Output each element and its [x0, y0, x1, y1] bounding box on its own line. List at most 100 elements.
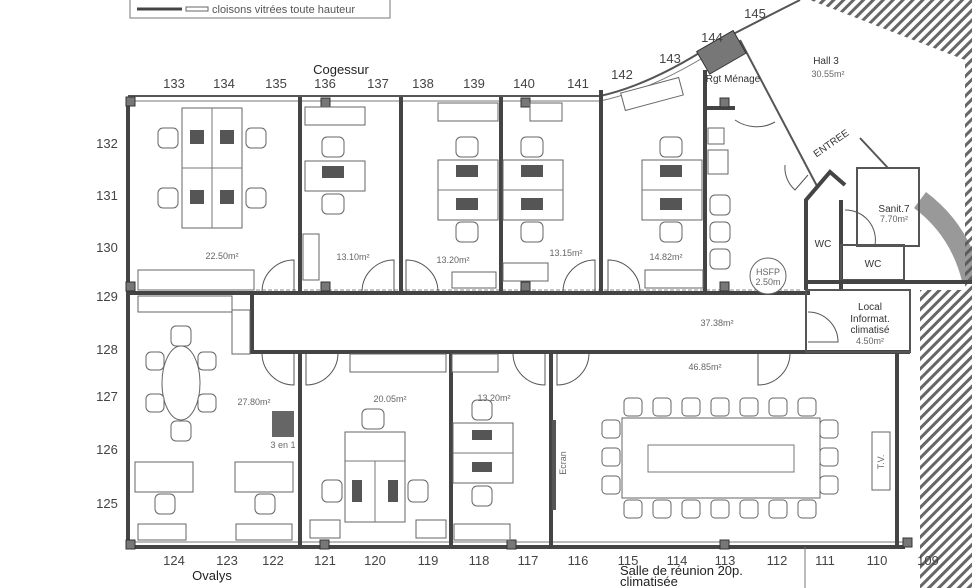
- room-number: 113: [715, 553, 736, 568]
- room-number: 109: [917, 553, 939, 568]
- room-number: 141: [567, 76, 589, 91]
- chair: [623, 397, 643, 417]
- room-number: 138: [412, 76, 434, 91]
- local-label: Local: [858, 302, 882, 313]
- area-label: 13.10m²: [336, 252, 369, 262]
- area-label: 27.80m²: [237, 397, 270, 407]
- area-label: 13.20m²: [436, 255, 469, 265]
- room-areas: 22.50m² 13.10m² 13.20m² 13.15m² 14.82m² …: [205, 248, 733, 407]
- chair: [768, 397, 788, 417]
- area-label: 37.38m²: [700, 318, 733, 328]
- area-label: 13.20m²: [477, 393, 510, 403]
- local-label: climatisé: [851, 325, 890, 336]
- hall3-name: Hall 3: [813, 56, 839, 67]
- chair: [652, 499, 672, 519]
- local-label: Informat.: [850, 314, 889, 325]
- row-number: 128: [96, 342, 118, 357]
- chair: [681, 499, 701, 519]
- room-number: 110: [867, 553, 888, 568]
- chair: [601, 419, 621, 439]
- chair: [601, 447, 621, 467]
- room-number: 135: [265, 76, 287, 91]
- chair: [819, 419, 839, 439]
- chair: [797, 397, 817, 417]
- room-number: 114: [667, 553, 688, 568]
- row-number: 129: [96, 289, 118, 304]
- doors: [261, 119, 876, 386]
- legend: cloisons vitrées toute hauteur: [129, 0, 391, 19]
- area-label: 20.05m²: [373, 394, 406, 404]
- room-number: 134: [213, 76, 235, 91]
- room-number: 145: [744, 6, 766, 21]
- room-number: 123: [216, 553, 238, 568]
- chair: [601, 475, 621, 495]
- row-number: 125: [96, 496, 118, 511]
- room-number: 140: [513, 76, 535, 91]
- row-number: 132: [96, 136, 118, 151]
- entree-label: ENTREE: [812, 128, 852, 160]
- room-number: 118: [469, 553, 490, 568]
- room-number: 143: [659, 51, 681, 66]
- wc-label: WC: [815, 239, 832, 250]
- company-cogessur: Cogessur: [313, 62, 369, 77]
- area-label: 46.85m²: [688, 362, 721, 372]
- hsfp-label: HSFP: [756, 267, 780, 277]
- hsfp-label: 2.50m: [755, 277, 780, 287]
- local-area: 4.50m²: [856, 336, 884, 346]
- wc-label: WC: [865, 259, 882, 270]
- room-number: 142: [611, 67, 633, 82]
- chair: [623, 499, 643, 519]
- chair: [797, 499, 817, 519]
- furniture: [134, 76, 891, 541]
- room-number: 119: [418, 553, 439, 568]
- legend-text: cloisons vitrées toute hauteur: [212, 4, 355, 16]
- tv-label: T.V.: [876, 455, 886, 470]
- room-number: 117: [518, 553, 539, 568]
- chair: [681, 397, 701, 417]
- company-ovalys: Ovalys: [192, 568, 232, 583]
- salle-reunion-label: climatisée: [620, 574, 678, 588]
- chair: [819, 447, 839, 467]
- chair: [710, 397, 730, 417]
- three-in-one-label: 3 en 1: [270, 440, 295, 450]
- room-number: 116: [568, 553, 589, 568]
- room-number: 120: [364, 553, 386, 568]
- chair: [768, 499, 788, 519]
- bottom-room-numbers: 124 123 122 121 120 119 118 117 116 115 …: [163, 553, 939, 568]
- chair: [739, 499, 759, 519]
- rgt-menage: Rgt Ménage: [706, 74, 761, 85]
- ecran-label: Ecran: [558, 451, 568, 475]
- row-number: 126: [96, 442, 118, 457]
- room-number: 137: [367, 76, 389, 91]
- room-number: 122: [262, 553, 284, 568]
- chair: [710, 499, 730, 519]
- room-number: 133: [163, 76, 185, 91]
- hall3-area: 30.55m²: [811, 69, 844, 79]
- room-number: 139: [463, 76, 485, 91]
- sanit-name: Sanit.7: [878, 204, 910, 215]
- sanit-area: 7.70m²: [880, 214, 908, 224]
- room-number: 115: [618, 553, 639, 568]
- room-number: 136: [314, 76, 336, 91]
- top-room-numbers: 133 134 135 136 137 138 139 140 141 142 …: [163, 6, 766, 91]
- area-label: 13.15m²: [549, 248, 582, 258]
- room-number: 124: [163, 553, 185, 568]
- columns: [125, 96, 913, 550]
- stair: [913, 192, 972, 283]
- row-number: 130: [96, 240, 118, 255]
- room-number: 112: [767, 553, 788, 568]
- left-row-numbers: 132 131 130 129 128 127 126 125: [96, 136, 118, 511]
- chair: [739, 397, 759, 417]
- row-number: 131: [96, 188, 118, 203]
- row-number: 127: [96, 389, 118, 404]
- room-number: 121: [314, 553, 336, 568]
- area-label: 14.82m²: [649, 252, 682, 262]
- salle-reunion-label: Salle de réunion 20p.: [620, 563, 743, 578]
- hatched-area: [810, 0, 972, 588]
- room-number: 144: [701, 30, 723, 45]
- chair: [819, 475, 839, 495]
- room-number: 111: [815, 553, 835, 568]
- chair: [652, 397, 672, 417]
- area-label: 22.50m²: [205, 251, 238, 261]
